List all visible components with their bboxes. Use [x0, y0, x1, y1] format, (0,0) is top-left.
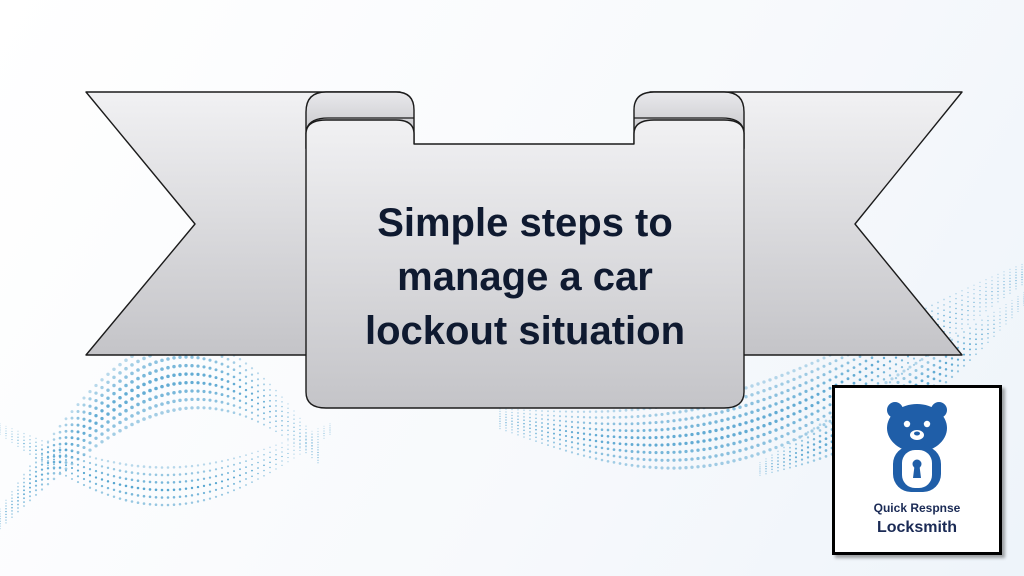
banner-center-panel: [305, 119, 745, 409]
logo-line-2: Locksmith: [876, 519, 957, 536]
company-logo: Quick Respnse Locksmith: [832, 385, 1002, 555]
dotted-wave-left: [0, 338, 331, 530]
slide-title: Simple steps to manage a car lockout sit…: [365, 201, 685, 353]
bear-padlock-icon: [887, 402, 947, 492]
logo-line-1: Quick Respnse: [873, 501, 961, 515]
